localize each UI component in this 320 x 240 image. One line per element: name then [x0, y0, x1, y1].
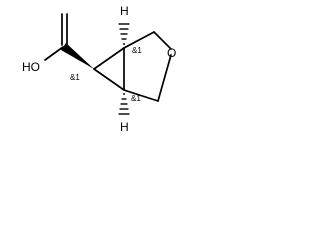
bond-set — [44, 13, 172, 102]
atom-label-hydrogen-top: H — [120, 4, 129, 18]
stereo-label-c6: &1 — [70, 73, 80, 82]
hashed-bond-c5-h — [118, 93, 130, 115]
molecule-structure-drawing: HO O H H &1 &1 &1 — [22, 4, 176, 134]
bond-o3-c4 — [157, 54, 172, 102]
wedge-bond-c6-carboxyl — [61, 43, 94, 69]
atom-label-hydrogen-bottom: H — [120, 120, 129, 134]
hashed-bond-c1-h — [118, 23, 130, 45]
bond-c2-o3 — [153, 31, 172, 50]
bond-c1-c6 — [93, 47, 125, 70]
bond-c6-c5 — [93, 68, 125, 91]
atom-label-ring-oxygen: O — [167, 46, 176, 60]
bond-carboxyl-oh — [44, 46, 64, 61]
atom-label-hydroxyl: HO — [22, 60, 40, 74]
bond-c1-c2 — [123, 31, 155, 49]
stereo-label-c5: &1 — [131, 94, 141, 103]
stereo-label-c1: &1 — [132, 46, 142, 55]
bond-c4-c5 — [123, 89, 159, 102]
